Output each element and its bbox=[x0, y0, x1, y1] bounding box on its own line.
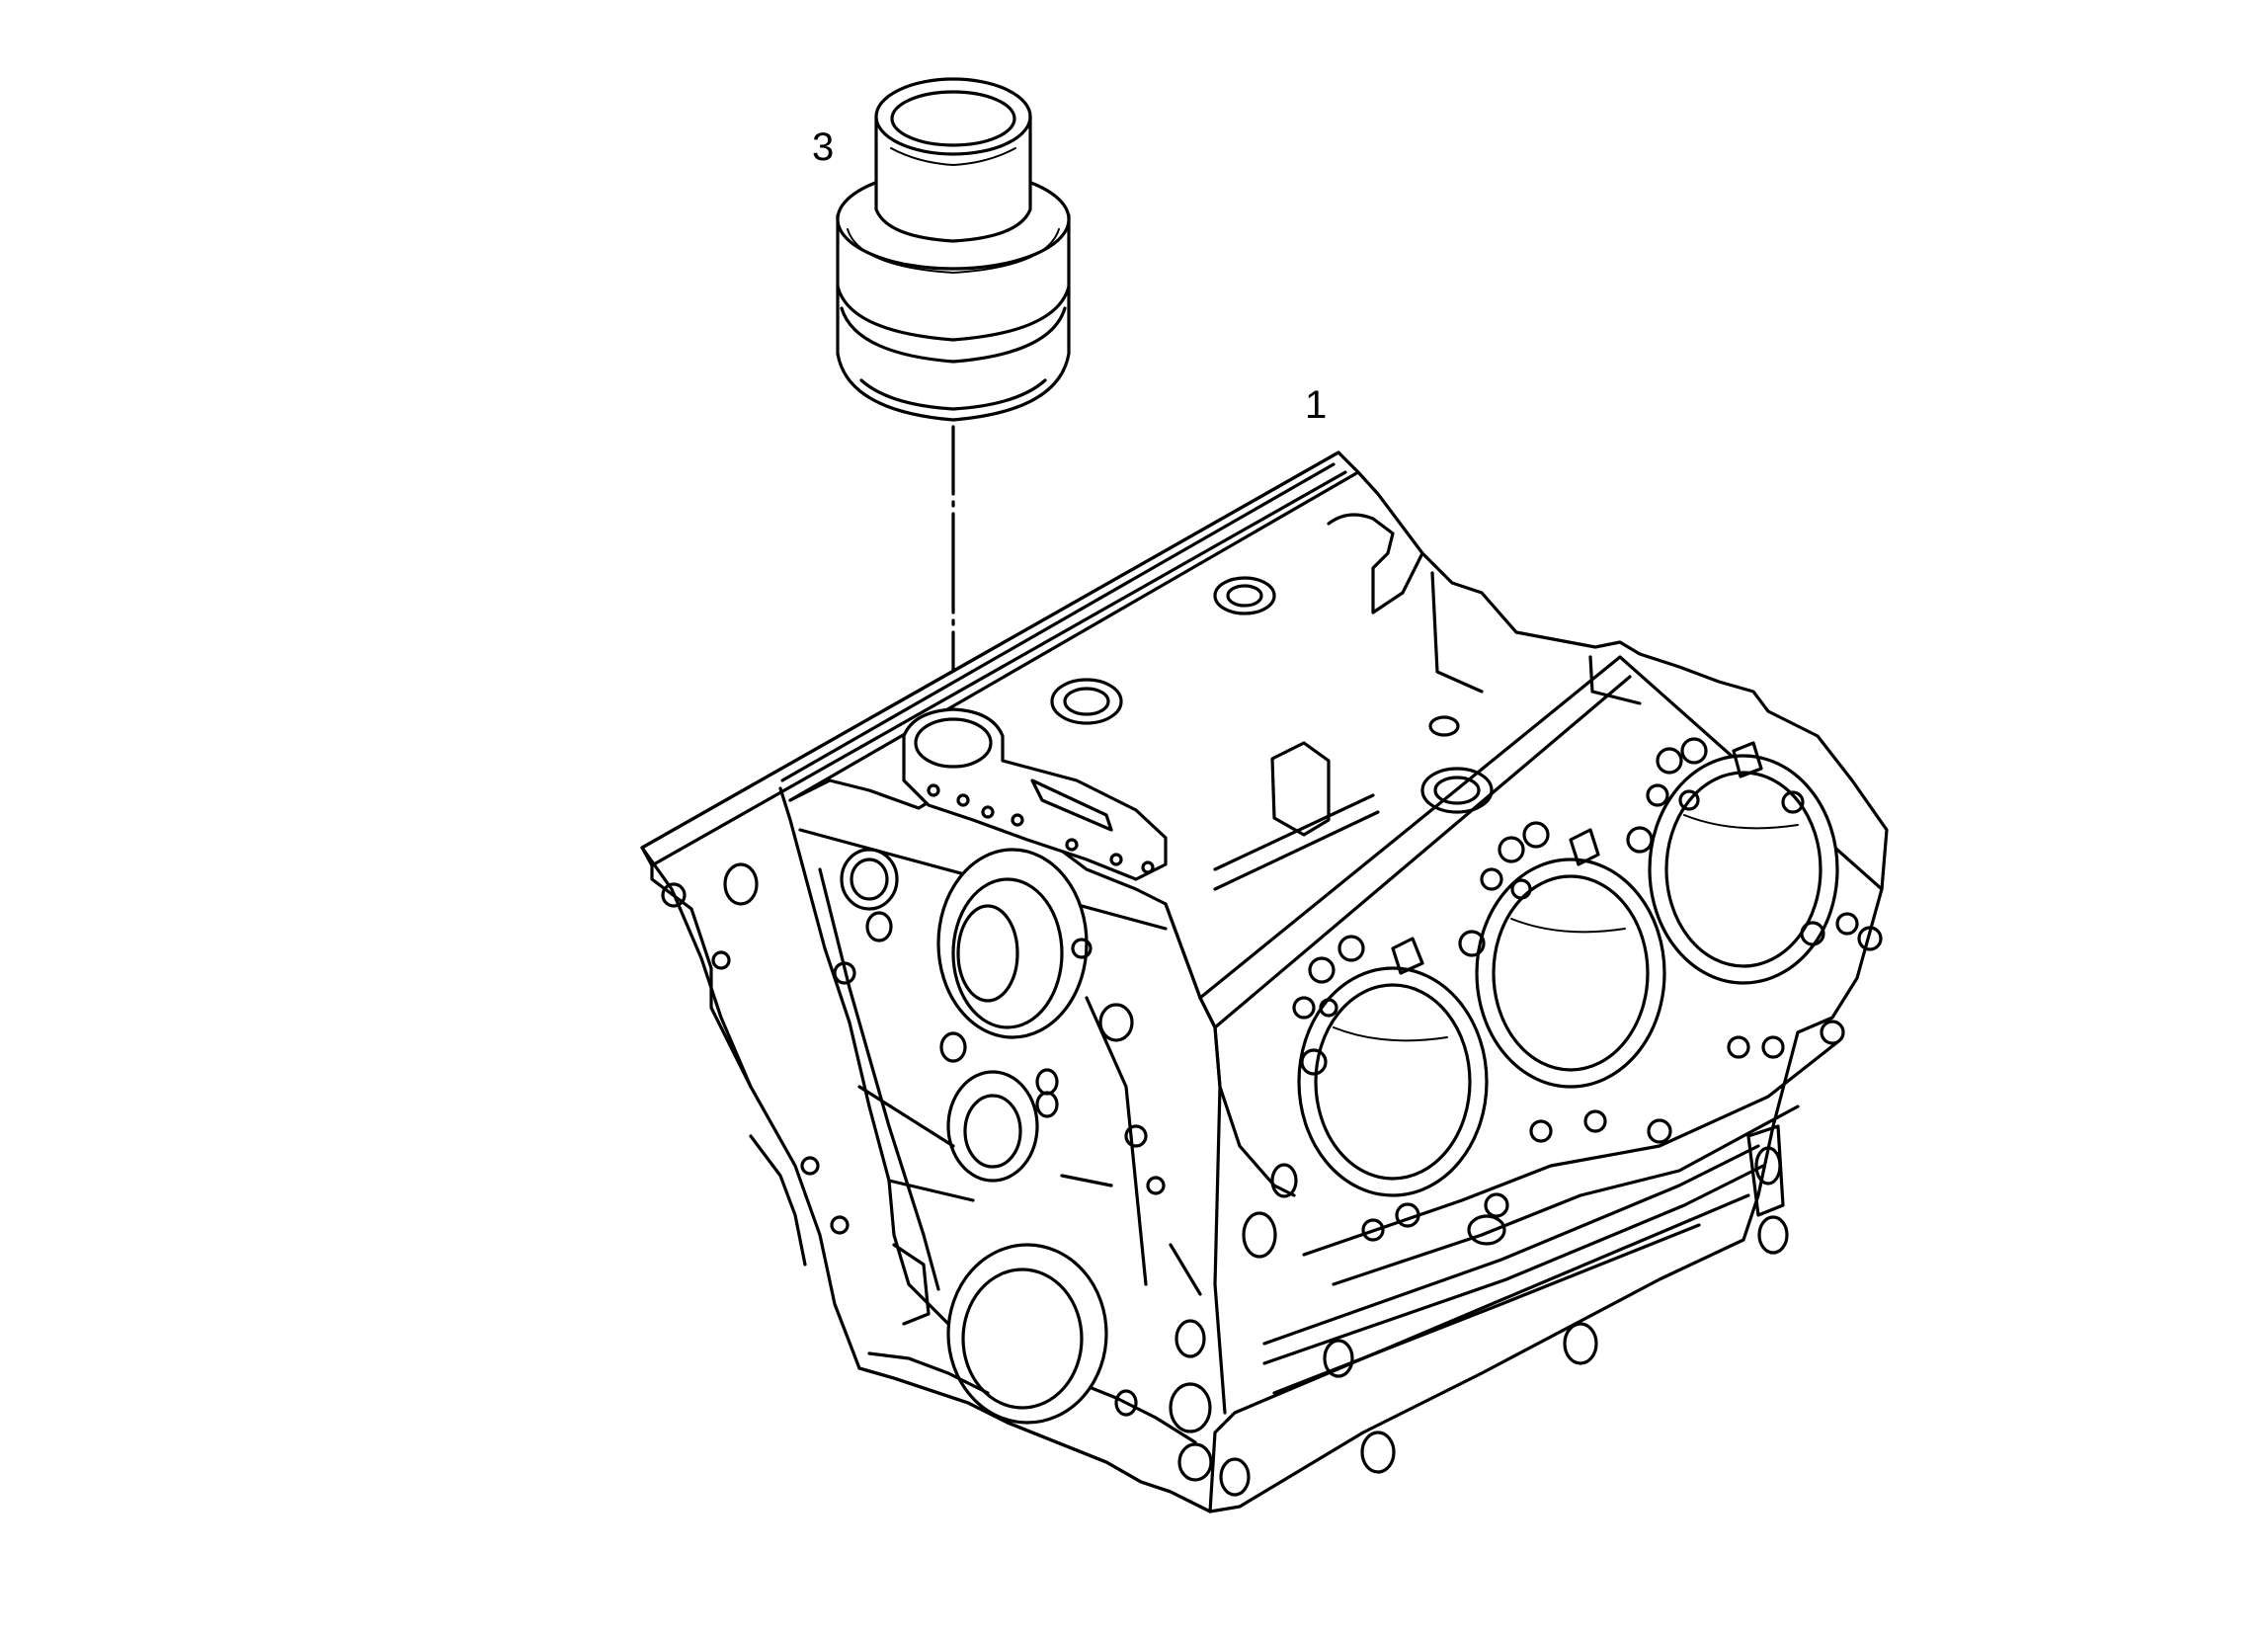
cylinder-sleeve-part bbox=[836, 77, 1071, 422]
callout-label-1: 1 bbox=[1305, 383, 1327, 427]
callout-label-3: 3 bbox=[812, 125, 834, 169]
engine-block-part bbox=[640, 450, 1889, 1513]
